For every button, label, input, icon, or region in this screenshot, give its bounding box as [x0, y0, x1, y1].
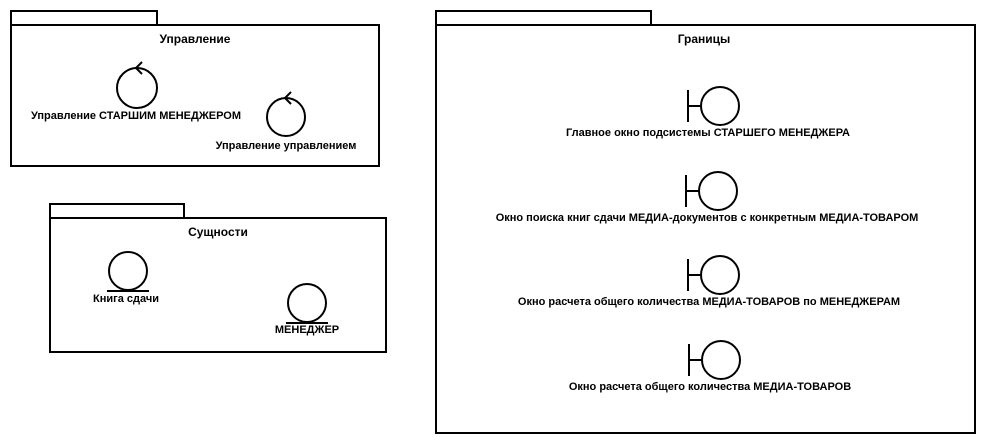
- boundary-label: Окно расчета общего количества МЕДИА-ТОВ…: [568, 381, 852, 393]
- control-icon: [116, 61, 158, 109]
- package-boundaries: [435, 24, 976, 434]
- entity-label: Книга сдачи: [93, 293, 159, 305]
- boundary-label: Окно поиска книг сдачи МЕДИА-документов …: [495, 212, 919, 224]
- entity-icon: [286, 283, 328, 324]
- package-boundaries-tab: [435, 10, 652, 26]
- control-label: Управление управлением: [215, 140, 357, 152]
- control-label: Управление СТАРШИМ МЕНЕДЖЕРОМ: [30, 110, 242, 122]
- package-entities: [49, 217, 387, 353]
- package-boundaries-title: Границы: [677, 32, 731, 46]
- boundary-label: Окно расчета общего количества МЕДИА-ТОВ…: [517, 296, 901, 308]
- boundary-icon: [685, 171, 738, 211]
- boundary-icon: [688, 340, 741, 380]
- control-icon: [266, 91, 306, 137]
- boundary-icon: [687, 86, 740, 126]
- entity-label: МЕНЕДЖЕР: [274, 324, 340, 336]
- package-control: [10, 24, 380, 167]
- package-control-title: Управление: [159, 32, 231, 46]
- boundary-icon: [687, 255, 740, 295]
- package-control-tab: [10, 10, 158, 26]
- package-entities-tab: [49, 203, 185, 219]
- package-entities-title: Сущности: [188, 225, 248, 239]
- boundary-label: Главное окно подсистемы СТАРШЕГО МЕНЕДЖЕ…: [565, 127, 851, 139]
- entity-icon: [107, 251, 149, 292]
